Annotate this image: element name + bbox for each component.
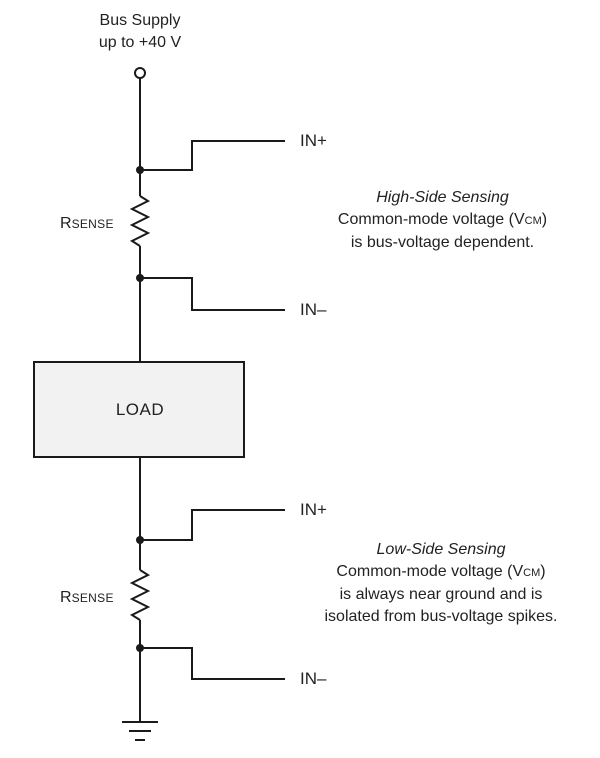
pin-ls-in-minus: IN–	[300, 669, 327, 688]
pin-hs-in-minus: IN–	[300, 300, 327, 319]
pin-hs-in-plus: IN+	[300, 131, 327, 150]
high-side-title: High-Side Sensing	[376, 189, 509, 206]
rsense-label-high: RSENSE	[60, 213, 114, 235]
supply-label-line2: up to +40 V	[98, 34, 182, 51]
wire-ls-in-plus	[140, 509, 285, 541]
ls-desc-sub: CM	[523, 567, 541, 579]
high-side-desc-line1: Common-mode voltage (VCM)	[290, 209, 595, 232]
rsense-sub-high: SENSE	[71, 217, 114, 231]
ls-desc-post: )	[540, 563, 546, 580]
wire-hs-in-plus	[140, 140, 285, 171]
rsense-main-low: R	[60, 589, 72, 606]
wire-ls-in-minus	[140, 647, 285, 680]
resistor-low-side	[129, 569, 151, 621]
low-side-desc-line2: is always near ground and is	[339, 586, 543, 603]
supply-label: Bus Supply up to +40 V	[70, 10, 210, 54]
rsense-main-high: R	[60, 215, 72, 232]
supply-label-line1: Bus Supply	[99, 12, 181, 29]
hs-desc-post: )	[541, 211, 548, 228]
resistor-high-side	[129, 195, 151, 247]
wire-hs-in-minus	[140, 277, 285, 311]
load-label: LOAD	[115, 400, 165, 419]
low-side-description: Low-Side Sensing Common-mode voltage (VC…	[285, 539, 597, 628]
rsense-label-low: RSENSE	[60, 587, 114, 609]
high-side-desc-line2: is bus-voltage dependent.	[350, 234, 535, 251]
high-side-description: High-Side Sensing Common-mode voltage (V…	[290, 187, 595, 254]
rsense-sub-low: SENSE	[71, 591, 114, 605]
low-side-desc-line1: Common-mode voltage (VCM)	[285, 561, 597, 584]
ls-desc-pre: Common-mode voltage (V	[336, 563, 524, 580]
low-side-desc-line3: isolated from bus-voltage spikes.	[324, 608, 558, 625]
load-box	[33, 361, 245, 458]
ground-icon	[122, 721, 158, 741]
low-side-title: Low-Side Sensing	[376, 541, 506, 558]
pin-ls-in-plus: IN+	[300, 500, 327, 519]
hs-desc-pre: Common-mode voltage (V	[337, 211, 525, 228]
supply-terminal	[134, 67, 146, 79]
hs-desc-sub: CM	[524, 215, 542, 227]
